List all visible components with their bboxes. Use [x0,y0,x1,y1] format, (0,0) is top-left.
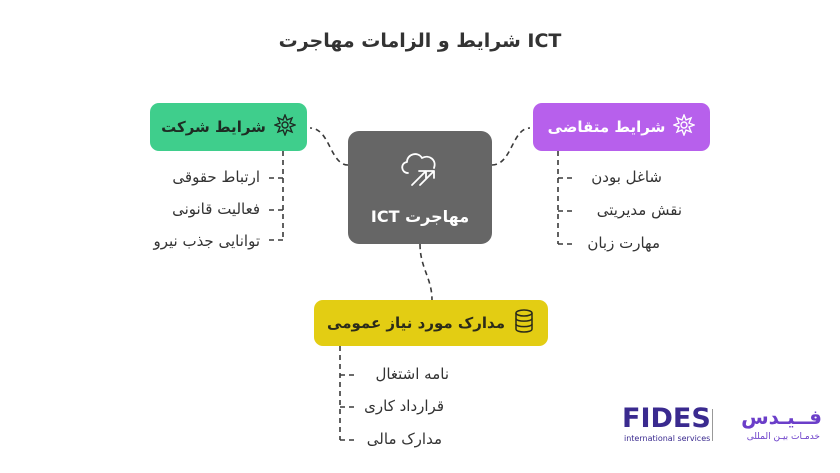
star-badge-icon [672,113,697,140]
database-icon [513,309,535,337]
fides-persian-name: فــیـدس [741,405,822,429]
connector-center-documents [419,243,433,301]
applicant-item: نقش مدیریتی [596,201,682,219]
applicant-item: شاغل بودن [591,168,662,186]
fides-brand: FIDES [622,403,711,434]
document-item: قرارداد کاری [364,397,444,415]
company-item: ارتباط حقوقی [172,168,260,186]
document-item: نامه اشتغال [375,365,449,383]
connector-applicant-items [557,151,573,245]
applicant-requirements-box: شرایط متقاضی [533,103,710,151]
document-item: مدارک مالی [366,430,442,448]
center-node: ICT مهاجرت [348,131,492,244]
general-documents-label: مدارک مورد نیاز عمومی [327,314,505,332]
applicant-item: مهارت زبان [587,234,660,252]
diagram-title: ICT شرایط و الزامات مهاجرت [278,30,562,52]
fides-persian-sub: خدمـات بیـن المللی [746,432,820,442]
cloud-upload-arrows-icon [396,143,444,195]
company-item: فعالیت قانونی [172,200,260,218]
company-requirements-box: شرایط شرکت [150,103,307,151]
logo-divider [712,409,713,441]
general-documents-box: مدارک مورد نیاز عمومی [314,300,548,346]
connector-center-applicant [491,127,531,166]
applicant-requirements-label: شرایط متقاضی [547,118,666,136]
star-badge-icon [273,113,297,140]
fides-logo: FIDES international services فــیـدس خدم… [622,405,822,445]
center-label: ICT مهاجرت [370,207,470,226]
company-requirements-label: شرایط شرکت [161,118,266,136]
company-item: توانایی جذب نیرو [153,232,260,250]
connector-documents-items [339,346,355,441]
fides-brand-sub: international services [624,434,711,443]
connector-center-company [309,127,349,166]
connector-company-items [268,151,284,241]
